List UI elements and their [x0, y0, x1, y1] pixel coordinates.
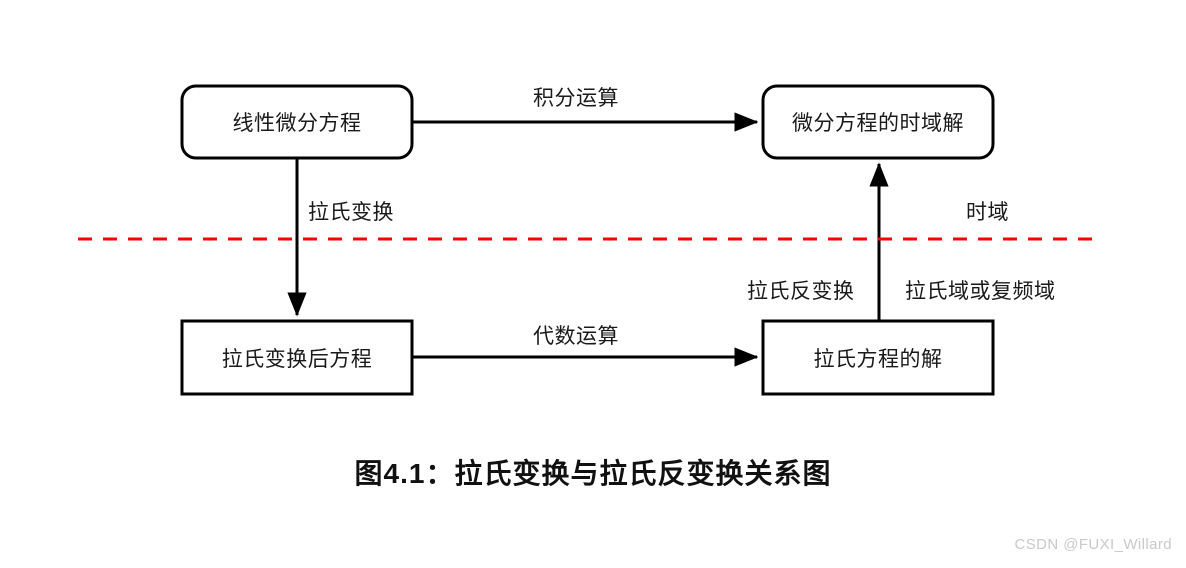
edge-label-integral-operation: 积分运算 — [533, 87, 619, 110]
node-laplace-transformed-equation-shape[interactable] — [180, 319, 414, 396]
edge-label-laplace-transform: 拉氏变换 — [308, 201, 394, 224]
region-label-laplace-domain: 拉氏域或复频域 — [905, 280, 1056, 303]
edge-label-algebraic-operation: 代数运算 — [533, 325, 619, 348]
watermark-text: CSDN @FUXI_Willard — [1014, 536, 1172, 553]
edge-label-inverse-laplace-transform: 拉氏反变换 — [747, 280, 855, 303]
node-time-domain-solution-shape[interactable] — [761, 84, 995, 160]
figure-caption: 图4.1：拉氏变换与拉氏反变换关系图 — [354, 458, 832, 489]
region-label-time-domain: 时域 — [966, 201, 1009, 224]
node-linear-differential-equation-shape[interactable] — [180, 84, 414, 160]
node-laplace-equation-solution-shape[interactable] — [761, 319, 995, 396]
